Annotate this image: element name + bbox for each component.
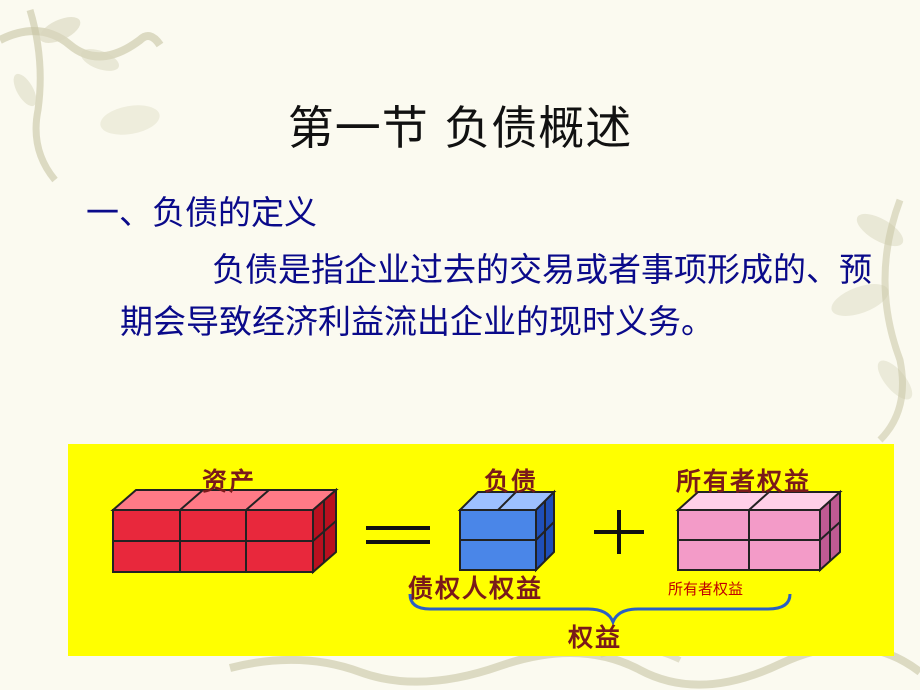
equals-sign xyxy=(366,526,430,544)
owners-equity-block xyxy=(675,489,843,573)
assets-block xyxy=(110,487,339,575)
slide-title: 第一节 负债概述 xyxy=(287,101,633,155)
plus-sign xyxy=(594,510,644,554)
creditors-equity-label: 债权人权益 xyxy=(408,574,544,603)
equity-label: 权益 xyxy=(568,623,623,652)
definition-paragraph: 负债是指企业过去的交易或者事项形成的、预期会导致经济利益流出企业的现时义务。 xyxy=(120,250,872,341)
equation-graphic xyxy=(110,487,843,627)
liabilities-label: 负债 xyxy=(484,467,539,496)
owners-equity-small-label: 所有者权益 xyxy=(666,578,746,599)
section-heading: 一、负债的定义 xyxy=(86,193,317,232)
equity-brace xyxy=(408,593,792,627)
accounting-equation-diagram: 资产 负债 所有者权益 债权人权益 所有者权益 权益 xyxy=(68,444,894,656)
liabilities-block xyxy=(457,489,557,573)
assets-label: 资产 xyxy=(202,467,257,496)
owners-equity-label: 所有者权益 xyxy=(676,467,812,496)
